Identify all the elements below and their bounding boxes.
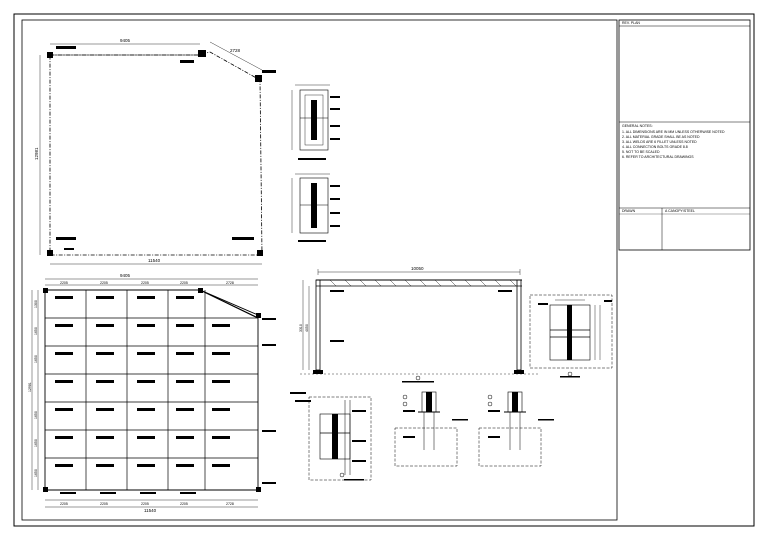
inner-frame <box>21 19 618 521</box>
note-line-6: 6. REFER TO ARCHITECTURAL DRAWINGS <box>622 155 694 159</box>
elevation-dim-top: 10050 <box>411 266 424 271</box>
plan2-dim-left-seg-6: 1650 <box>34 469 38 477</box>
plan2-dim-left-seg-2: 1650 <box>34 327 38 335</box>
plan2-dim-top-seg-2: 2205 <box>100 281 108 285</box>
plan2-dim-left-seg-3: 1650 <box>34 355 38 363</box>
note-line-1: 1. ALL DIMENSIONS ARE IN MM UNLESS OTHER… <box>622 130 725 134</box>
plan2-dim-top-overall: 9405 <box>120 273 131 278</box>
plan1-dim-bottom: 11540 <box>148 258 161 263</box>
plan2-dim-bottom-seg-5: 2728 <box>226 502 234 506</box>
plan2-dim-top-seg-1: 2205 <box>60 281 68 285</box>
section-detail-1 <box>291 84 340 160</box>
note-line-2: 2. ALL MATERIAL GRADE SHALL BE AS NOTED <box>622 135 700 139</box>
plan1-dim-top-1: 9405 <box>120 38 131 43</box>
plan2-dim-top-seg-4: 2205 <box>180 281 188 285</box>
note-line-5: 5. NOT TO BE SCALED <box>622 150 660 154</box>
title-field-1: DRAWN <box>622 209 636 213</box>
title-header-label: REV. PLAN <box>622 21 640 25</box>
title-block: REV. PLAN GENERAL NOTES: 1. ALL DIMENSIO… <box>618 19 751 251</box>
plan1-dim-left: 12981 <box>34 147 39 160</box>
plan2-dim-left-overall: 12981 <box>28 382 32 392</box>
outer-border <box>13 13 755 527</box>
elevation-view <box>300 269 540 383</box>
plan2-dim-left-seg-4: 1650 <box>34 411 38 419</box>
plan2-dim-bottom-seg-1: 2205 <box>60 502 68 506</box>
column-detail <box>529 294 613 378</box>
plan2-dim-bottom-seg-3: 2205 <box>141 502 149 506</box>
note-line-3: 3. ALL WELDS ARE 6 FILLET UNLESS NOTED <box>622 140 697 144</box>
foundation-detail-2 <box>478 391 554 467</box>
plan2-dim-top-seg-5: 2728 <box>226 281 234 285</box>
foundation-detail-1 <box>394 391 468 467</box>
notes-heading: GENERAL NOTES: <box>622 124 653 128</box>
note-line-4: 4. ALL CONNECTION BOLTS GRADE 8.8 <box>622 145 688 149</box>
plan2-dim-top-seg-3: 2205 <box>141 281 149 285</box>
connection-detail <box>290 392 372 481</box>
elevation-dim-height-2: 4050 <box>305 324 309 332</box>
plan1-dim-top-2: 2728 <box>230 48 241 53</box>
plan2-dim-left-seg-5: 1650 <box>34 439 38 447</box>
title-field-2: A CANOPY/STEEL <box>665 209 695 213</box>
plan2-dim-bottom-seg-4: 2205 <box>180 502 188 506</box>
plan2-dim-left-seg-1: 1300 <box>34 300 38 308</box>
elevation-dim-height-1: 3310 <box>299 324 303 332</box>
plan-2-grid <box>31 278 276 508</box>
plan-1-outline <box>39 41 276 265</box>
section-detail-2 <box>291 173 340 242</box>
plan2-dim-bottom-overall: 11540 <box>144 508 157 513</box>
plan2-dim-bottom-seg-2: 2205 <box>100 502 108 506</box>
